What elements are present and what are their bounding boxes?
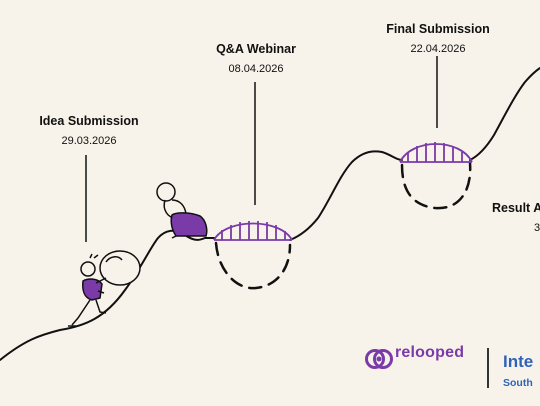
- mountain-path-2: [289, 150, 403, 241]
- milestone-date: 08.04.2026: [228, 63, 284, 75]
- milestone-date: 29.03.2026: [61, 135, 117, 147]
- brand-name: relooped: [395, 344, 465, 361]
- milestone-qa-webinar: Q&A Webinar 08.04.2026: [200, 42, 312, 75]
- bridge-2-icon: [399, 142, 473, 163]
- valley-dashed-2: [400, 161, 472, 210]
- valley-dashed-1: [214, 241, 292, 290]
- milestone-title: Q&A Webinar: [216, 42, 296, 56]
- bridge-1-icon: [213, 221, 293, 241]
- milestone-final-submission: Final Submission 22.04.2026: [376, 22, 500, 55]
- partner-name: Inte: [503, 352, 534, 371]
- person-pushing-boulder-icon: [68, 250, 141, 327]
- person-sitting-icon: [156, 182, 208, 239]
- milestone-idea-submission: Idea Submission 29.03.2026: [30, 114, 148, 147]
- mountain-path-3: [469, 67, 540, 161]
- partner-subtitle: South: [503, 377, 533, 389]
- logo-divider: [487, 348, 489, 388]
- milestone-title: Idea Submission: [39, 114, 139, 128]
- milestone-result: Result A 3: [492, 201, 540, 234]
- milestone-title: Final Submission: [386, 22, 490, 36]
- milestone-title: Result A: [492, 201, 540, 215]
- milestone-date: 3: [534, 222, 540, 234]
- milestone-date: 22.04.2026: [410, 43, 466, 55]
- relooped-logo-icon: [365, 349, 393, 369]
- mountain-path: [0, 229, 216, 361]
